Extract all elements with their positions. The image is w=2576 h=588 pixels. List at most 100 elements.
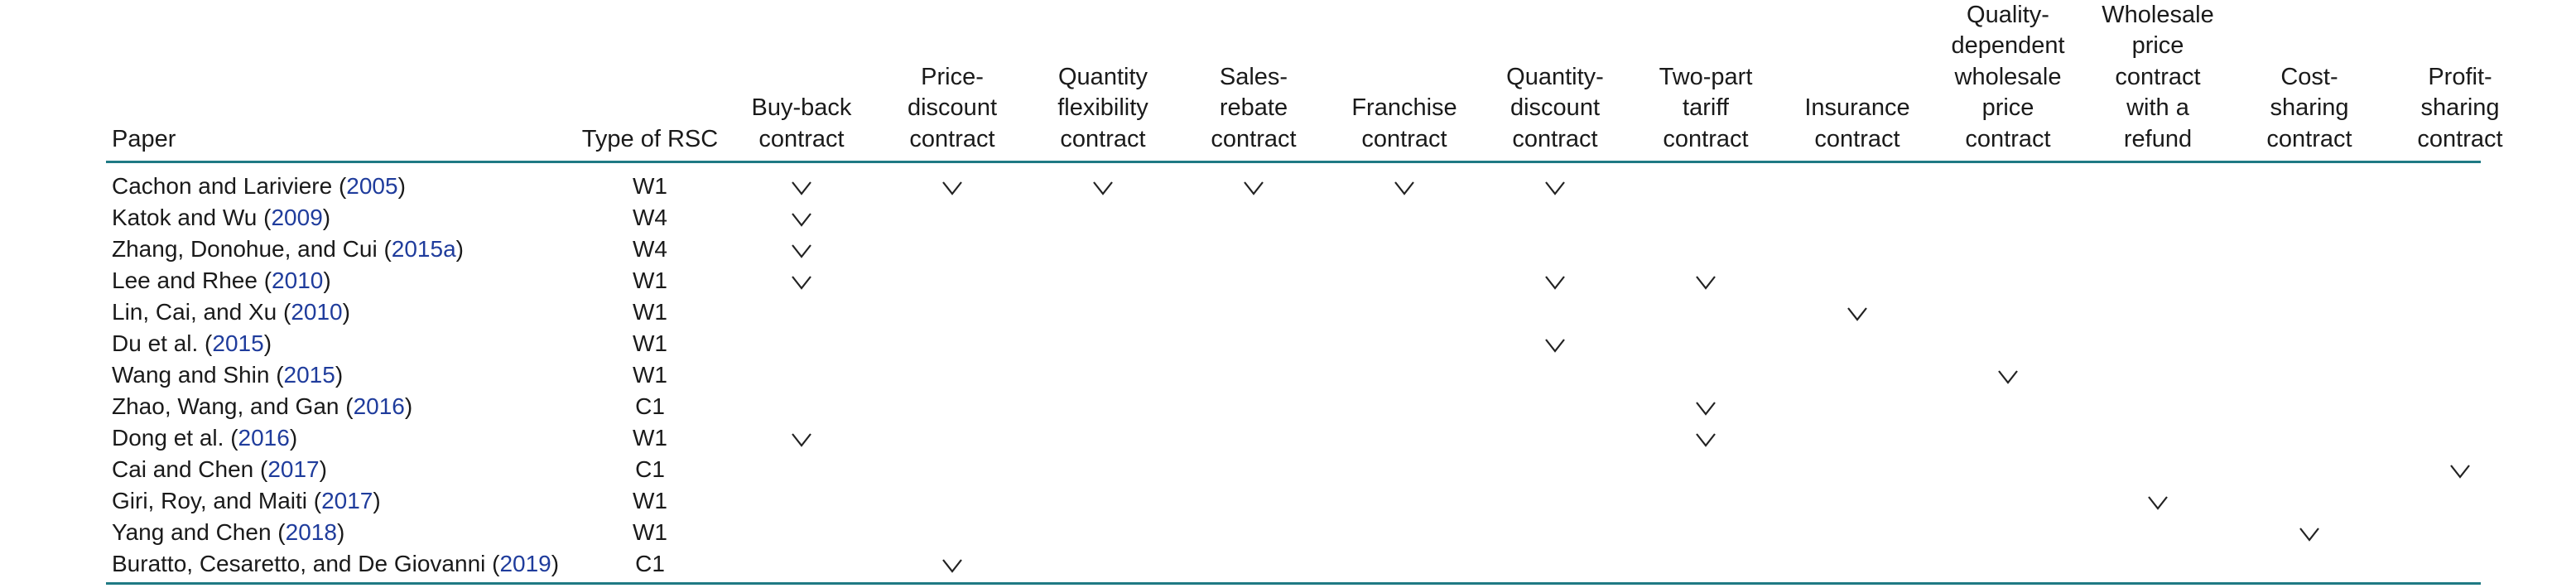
paper-cell: Lee and Rhee (2010) bbox=[112, 265, 331, 296]
check-mark-icon bbox=[2147, 494, 2169, 511]
paper-cell: Zhang, Donohue, and Cui (2015a) bbox=[112, 234, 464, 265]
header-contract-3: Quantity flexibility contract bbox=[1030, 62, 1176, 156]
rsc-type-cell: C1 bbox=[635, 393, 665, 419]
header-contract-line: flexibility bbox=[1057, 94, 1148, 121]
citation-year-link[interactable]: 2019 bbox=[499, 551, 551, 576]
paper-authors: Katok and Wu ( bbox=[112, 205, 272, 230]
check-mark-icon bbox=[1544, 180, 1566, 196]
check-mark-icon bbox=[1092, 180, 1114, 196]
citation-year-link[interactable]: 2017 bbox=[321, 488, 373, 513]
check-mark-icon bbox=[1394, 180, 1415, 196]
rsc-type-cell: W1 bbox=[633, 330, 667, 356]
check-mark-icon bbox=[1695, 431, 1717, 448]
check-mark-icon bbox=[791, 274, 812, 291]
paper-authors: Yang and Chen ( bbox=[112, 519, 286, 545]
citation-year-link[interactable]: 2017 bbox=[267, 456, 320, 482]
header-contract-line: contract bbox=[909, 125, 995, 152]
header-contract-line: contract bbox=[2266, 125, 2352, 152]
citation-year-link[interactable]: 2016 bbox=[353, 393, 405, 419]
header-contract-line: wholesale bbox=[1954, 63, 2062, 90]
header-contract-line: Franchise bbox=[1351, 94, 1457, 121]
check-mark-icon bbox=[941, 180, 963, 196]
header-contract-line: contract bbox=[758, 125, 845, 152]
paper-cell: Cai and Chen (2017) bbox=[112, 454, 327, 485]
rsc-type-cell: W1 bbox=[633, 173, 667, 199]
rsc-type-cell: W1 bbox=[633, 299, 667, 325]
paper-close-paren: ) bbox=[322, 205, 331, 230]
paper-authors: Dong et al. ( bbox=[112, 425, 238, 451]
check-mark-icon bbox=[1544, 274, 1566, 291]
paper-close-paren: ) bbox=[551, 551, 560, 576]
header-contract-line: Quantity bbox=[1058, 63, 1148, 90]
paper-authors: Du et al. ( bbox=[112, 330, 213, 356]
citation-year-link[interactable]: 2016 bbox=[238, 425, 290, 451]
header-contract-line: price bbox=[1981, 94, 2034, 121]
paper-close-paren: ) bbox=[373, 488, 381, 513]
paper-authors: Lee and Rhee ( bbox=[112, 267, 272, 293]
paper-authors: Lin, Cai, and Xu ( bbox=[112, 299, 291, 325]
citation-year-link[interactable]: 2010 bbox=[291, 299, 343, 325]
rsc-type-cell: W1 bbox=[633, 267, 667, 293]
paper-authors: Buratto, Cesaretto, and De Giovanni ( bbox=[112, 551, 500, 576]
check-mark-icon bbox=[2299, 526, 2320, 542]
header-contract-line: discount bbox=[907, 94, 997, 121]
rsc-type-cell: C1 bbox=[635, 456, 665, 482]
paper-cell: Zhao, Wang, and Gan (2016) bbox=[112, 391, 412, 422]
rsc-type-cell: W1 bbox=[633, 362, 667, 388]
citation-year-link[interactable]: 2009 bbox=[271, 205, 323, 230]
paper-close-paren: ) bbox=[404, 393, 413, 419]
header-contract-line: contract bbox=[1211, 125, 1297, 152]
paper-authors: Giri, Roy, and Maiti ( bbox=[112, 488, 322, 513]
paper-authors: Cai and Chen ( bbox=[112, 456, 268, 482]
header-contract-line: Quantity- bbox=[1506, 63, 1604, 90]
header-rule bbox=[106, 161, 2481, 163]
citation-year-link[interactable]: 2018 bbox=[285, 519, 337, 545]
paper-close-paren: ) bbox=[319, 456, 327, 482]
paper-authors: Wang and Shin ( bbox=[112, 362, 284, 388]
bottom-rule bbox=[106, 582, 2481, 585]
paper-cell: Yang and Chen (2018) bbox=[112, 517, 344, 548]
citation-year-link[interactable]: 2010 bbox=[272, 267, 324, 293]
header-contract-line: Two-part bbox=[1659, 63, 1753, 90]
header-contract-line: price bbox=[2131, 32, 2184, 59]
check-mark-icon bbox=[1997, 369, 2019, 385]
check-mark-icon bbox=[1243, 180, 1264, 196]
citation-year-link[interactable]: 2015 bbox=[212, 330, 264, 356]
citation-year-link[interactable]: 2005 bbox=[346, 173, 398, 199]
paper-close-paren: ) bbox=[335, 362, 344, 388]
rsc-type-cell: C1 bbox=[635, 551, 665, 576]
paper-cell: Cachon and Lariviere (2005) bbox=[112, 171, 406, 202]
citation-year-link[interactable]: 2015 bbox=[283, 362, 335, 388]
header-contract-line: contract bbox=[2115, 63, 2201, 90]
rsc-type-cell: W4 bbox=[633, 205, 667, 230]
header-contract-line: contract bbox=[1814, 125, 1900, 152]
paper-close-paren: ) bbox=[323, 267, 331, 293]
check-mark-icon bbox=[1847, 306, 1868, 322]
paper-authors: Zhang, Donohue, and Cui ( bbox=[112, 236, 392, 262]
paper-cell: Wang and Shin (2015) bbox=[112, 359, 343, 391]
header-contract-line: sharing bbox=[2420, 94, 2500, 121]
check-mark-icon bbox=[791, 243, 812, 259]
header-contract-line: contract bbox=[1060, 125, 1146, 152]
header-contract-line: contract bbox=[1663, 125, 1749, 152]
paper-cell: Giri, Roy, and Maiti (2017) bbox=[112, 485, 381, 517]
check-mark-icon bbox=[2449, 463, 2471, 480]
header-contract-line: Wholesale bbox=[2102, 1, 2214, 28]
paper-authors: Zhao, Wang, and Gan ( bbox=[112, 393, 354, 419]
paper-close-paren: ) bbox=[336, 519, 345, 545]
check-mark-icon bbox=[791, 211, 812, 228]
rsc-type-cell: W1 bbox=[633, 488, 667, 513]
header-contract-line: Profit- bbox=[2428, 63, 2492, 90]
citation-year-link[interactable]: 2015a bbox=[391, 236, 456, 262]
check-mark-icon bbox=[791, 180, 812, 196]
paper-cell: Du et al. (2015) bbox=[112, 328, 272, 359]
header-contract-line: with a bbox=[2126, 94, 2189, 121]
